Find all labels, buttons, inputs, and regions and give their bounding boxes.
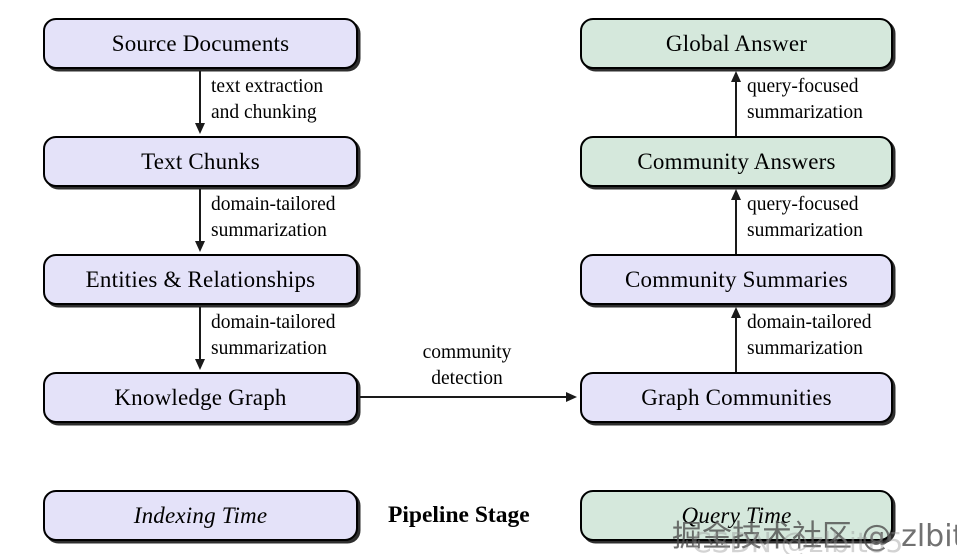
arrow-source-to-chunks-head xyxy=(194,123,205,134)
arrow-communities-to-summaries xyxy=(735,318,737,372)
arrow-source-to-chunks xyxy=(199,71,201,125)
edge-label-summaries-to-answers: query-focused summarization xyxy=(747,192,863,243)
edge-label-answers-to-global: query-focused summarization xyxy=(747,74,863,125)
arrow-answers-to-global-head xyxy=(730,71,741,82)
arrow-graph-to-communities-head xyxy=(566,391,577,402)
node-global-answer: Global Answer xyxy=(580,18,893,69)
edge-label-line2: summarization xyxy=(211,337,327,359)
edge-label-chunks-to-entities: domain-tailored summarization xyxy=(211,192,336,243)
edge-label-line2: detection xyxy=(431,367,503,389)
edge-label-line1: text extraction xyxy=(211,76,324,97)
edge-label-line1: domain-tailored xyxy=(747,312,872,333)
legend-query-time: Query Time xyxy=(580,490,893,541)
node-knowledge-graph: Knowledge Graph xyxy=(43,372,358,423)
node-graph-communities: Graph Communities xyxy=(580,372,893,423)
edge-label-line1: domain-tailored xyxy=(211,312,336,333)
arrow-chunks-to-entities-head xyxy=(194,241,205,252)
edge-label-line2: summarization xyxy=(747,219,863,241)
node-community-answers: Community Answers xyxy=(580,136,893,187)
edge-label-communities-to-summaries: domain-tailored summarization xyxy=(747,310,872,361)
edge-label-line2: summarization xyxy=(211,219,327,241)
edge-label-line1: query-focused xyxy=(747,76,859,97)
node-source-documents: Source Documents xyxy=(43,18,358,69)
edge-label-line1: community xyxy=(422,342,512,363)
arrow-chunks-to-entities xyxy=(199,189,201,243)
arrow-graph-to-communities xyxy=(360,396,568,398)
arrow-answers-to-global xyxy=(735,82,737,136)
edge-label-line2: summarization xyxy=(747,337,863,359)
edge-label-entities-to-graph: domain-tailored summarization xyxy=(211,310,336,361)
edge-label-line1: query-focused xyxy=(747,194,859,215)
node-community-summaries: Community Summaries xyxy=(580,254,893,305)
edge-label-line1: domain-tailored xyxy=(211,194,336,215)
edge-label-line2: summarization xyxy=(747,101,863,123)
node-text-chunks: Text Chunks xyxy=(43,136,358,187)
arrow-communities-to-summaries-head xyxy=(730,307,741,318)
arrow-entities-to-graph xyxy=(199,307,201,361)
edge-label-source-to-chunks: text extraction and chunking xyxy=(211,74,323,125)
legend-pipeline-stage: Pipeline Stage xyxy=(388,502,530,528)
edge-label-graph-to-communities: community detection xyxy=(402,340,532,391)
arrow-summaries-to-answers-head xyxy=(730,189,741,200)
node-entities-relationships: Entities & Relationships xyxy=(43,254,358,305)
legend-indexing-time: Indexing Time xyxy=(43,490,358,541)
edge-label-line2: and chunking xyxy=(211,101,317,123)
arrow-entities-to-graph-head xyxy=(194,359,205,370)
arrow-summaries-to-answers xyxy=(735,200,737,254)
